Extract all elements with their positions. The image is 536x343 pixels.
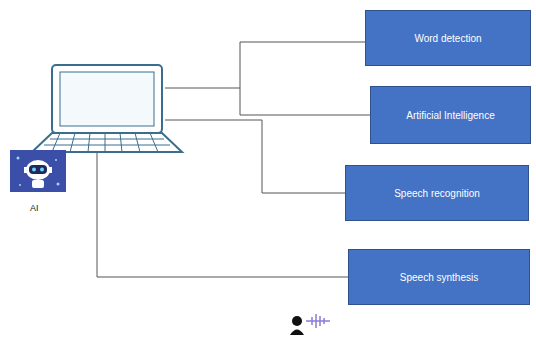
speaker-icon bbox=[290, 314, 330, 335]
box-label: Speech recognition bbox=[394, 188, 480, 199]
laptop-icon bbox=[32, 65, 182, 152]
process-box: Speech recognition bbox=[345, 165, 529, 221]
box-label: Speech synthesis bbox=[400, 272, 478, 283]
box-label: Word detection bbox=[414, 33, 481, 44]
process-box: Artificial Intelligence bbox=[370, 86, 531, 144]
process-box: Speech synthesis bbox=[348, 249, 530, 305]
box-label: Artificial Intelligence bbox=[406, 110, 494, 121]
process-box: Word detection bbox=[365, 10, 531, 66]
icon-caption: AI bbox=[30, 203, 39, 213]
robot-icon bbox=[10, 150, 66, 192]
